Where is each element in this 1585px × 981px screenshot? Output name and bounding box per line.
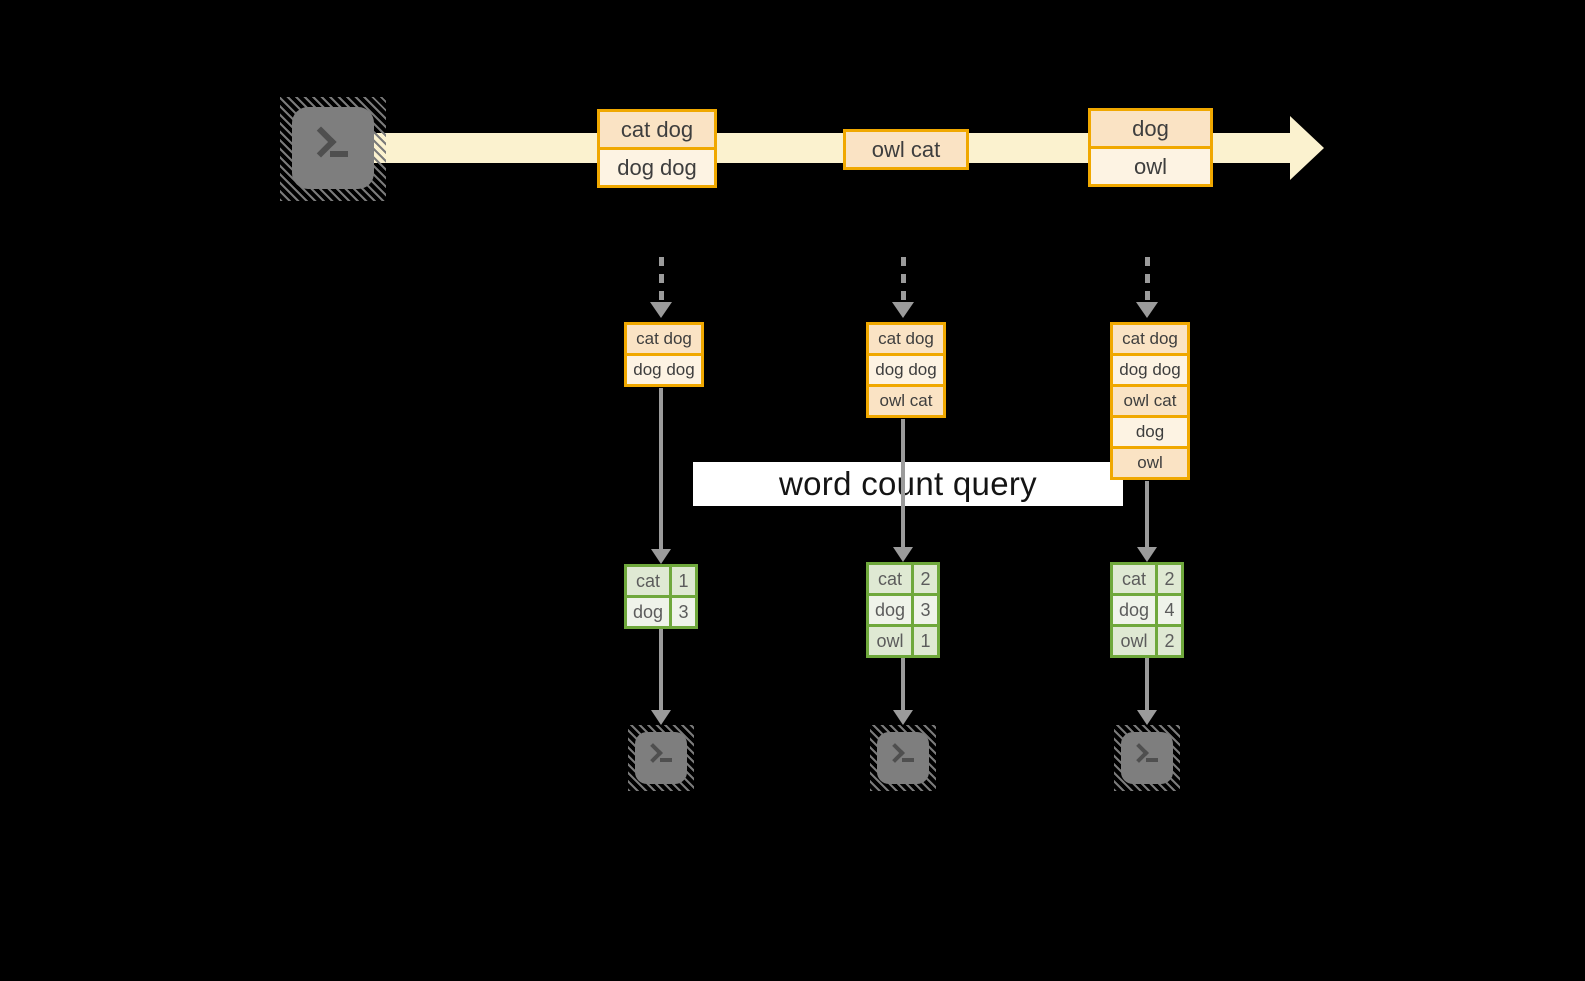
prompt-underscore-icon bbox=[660, 758, 672, 762]
terminal-screen bbox=[1121, 732, 1173, 784]
input-state-3: cat dog dog dog owl cat dog owl bbox=[1110, 322, 1190, 480]
state-line: dog dog bbox=[869, 356, 943, 384]
prompt-underscore-icon bbox=[1146, 758, 1158, 762]
terminal-screen bbox=[877, 732, 929, 784]
arrow-head-icon bbox=[651, 549, 671, 564]
dashed-arrow-line bbox=[1145, 257, 1150, 303]
arrow-head-icon bbox=[893, 710, 913, 725]
state-line: owl cat bbox=[869, 387, 943, 415]
word-cell: dog bbox=[869, 596, 911, 624]
dashed-arrow-head-icon bbox=[1136, 302, 1158, 318]
word-cell: owl bbox=[869, 627, 911, 655]
stream-timeline-arrowhead-icon bbox=[1290, 116, 1324, 180]
sink-terminal-icon bbox=[628, 725, 694, 791]
state-line: dog bbox=[1113, 418, 1187, 446]
batch-line: owl bbox=[1091, 149, 1210, 184]
arrow-head-icon bbox=[893, 547, 913, 562]
batch-line: owl cat bbox=[846, 132, 966, 167]
state-line: dog dog bbox=[1113, 356, 1187, 384]
input-state-2: cat dog dog dog owl cat bbox=[866, 322, 946, 418]
count-cell: 4 bbox=[1158, 596, 1181, 624]
word-cell: owl bbox=[1113, 627, 1155, 655]
query-label: word count query bbox=[693, 462, 1123, 506]
count-cell: 1 bbox=[672, 567, 695, 595]
dashed-arrow-line bbox=[901, 257, 906, 303]
stream-batch-2: owl cat bbox=[843, 129, 969, 170]
count-cell: 2 bbox=[1158, 627, 1181, 655]
word-cell: cat bbox=[627, 567, 669, 595]
terminal-screen bbox=[635, 732, 687, 784]
result-table-2: cat 2 dog 3 owl 1 bbox=[866, 562, 940, 658]
batch-line: dog dog bbox=[600, 150, 714, 185]
dashed-arrow-line bbox=[659, 257, 664, 303]
prompt-underscore-icon bbox=[902, 758, 914, 762]
state-line: dog dog bbox=[627, 356, 701, 384]
count-cell: 2 bbox=[914, 565, 937, 593]
sink-terminal-icon bbox=[870, 725, 936, 791]
dashed-arrow-head-icon bbox=[650, 302, 672, 318]
result-table-3: cat 2 dog 4 owl 2 bbox=[1110, 562, 1184, 658]
arrow-head-icon bbox=[1137, 547, 1157, 562]
source-terminal-icon bbox=[280, 97, 386, 201]
arrow-line bbox=[659, 629, 663, 710]
dashed-arrow-head-icon bbox=[892, 302, 914, 318]
batch-line: dog bbox=[1091, 111, 1210, 146]
state-line: cat dog bbox=[627, 325, 701, 353]
terminal-screen bbox=[292, 107, 374, 189]
state-line: cat dog bbox=[1113, 325, 1187, 353]
stream-batch-3: dog owl bbox=[1088, 108, 1213, 187]
count-cell: 3 bbox=[914, 596, 937, 624]
arrow-head-icon bbox=[1137, 710, 1157, 725]
arrow-line bbox=[659, 388, 663, 549]
state-line: owl cat bbox=[1113, 387, 1187, 415]
batch-line: cat dog bbox=[600, 112, 714, 147]
count-cell: 1 bbox=[914, 627, 937, 655]
sink-terminal-icon bbox=[1114, 725, 1180, 791]
word-cell: cat bbox=[1113, 565, 1155, 593]
arrow-line bbox=[901, 658, 905, 710]
word-cell: dog bbox=[627, 598, 669, 626]
state-line: cat dog bbox=[869, 325, 943, 353]
count-cell: 2 bbox=[1158, 565, 1181, 593]
word-cell: cat bbox=[869, 565, 911, 593]
arrow-head-icon bbox=[651, 710, 671, 725]
arrow-line bbox=[901, 419, 905, 547]
count-cell: 3 bbox=[672, 598, 695, 626]
input-state-1: cat dog dog dog bbox=[624, 322, 704, 387]
result-table-1: cat 1 dog 3 bbox=[624, 564, 698, 629]
word-cell: dog bbox=[1113, 596, 1155, 624]
arrow-line bbox=[1145, 658, 1149, 710]
stream-batch-1: cat dog dog dog bbox=[597, 109, 717, 188]
arrow-line bbox=[1145, 481, 1149, 547]
state-line: owl bbox=[1113, 449, 1187, 477]
prompt-underscore-icon bbox=[330, 151, 348, 157]
